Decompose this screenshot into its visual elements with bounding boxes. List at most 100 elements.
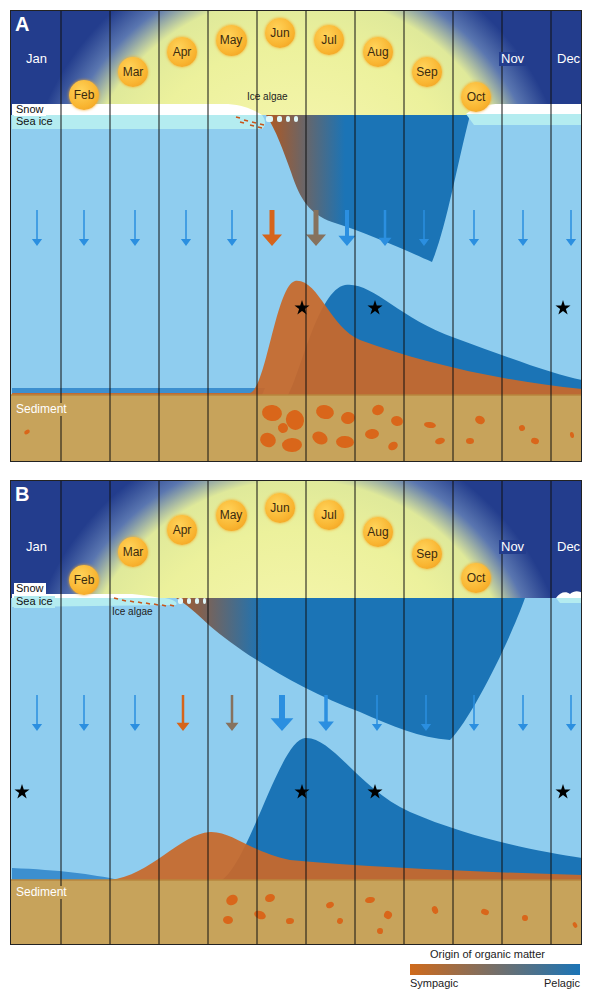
legend-bar	[410, 964, 580, 975]
sediment-aggregate	[23, 429, 30, 435]
sediment-aggregate	[340, 411, 356, 425]
flux-arrow	[338, 210, 355, 246]
label: Nov	[499, 540, 526, 554]
month-divider	[502, 10, 503, 462]
month-label: Apr	[173, 45, 192, 59]
sea-ice	[556, 598, 582, 603]
month-sun: Feb	[69, 80, 99, 110]
month-label: Feb	[74, 573, 95, 587]
month-sun: May	[216, 500, 247, 531]
flux-arrow	[79, 695, 89, 731]
pelagic-bloom	[176, 598, 525, 740]
flux-arrow	[181, 210, 191, 246]
sediment-aggregate	[522, 915, 529, 922]
month-label: Jul	[321, 33, 336, 47]
label: Sediment	[14, 403, 69, 416]
flux-arrow	[130, 695, 140, 731]
label: Ice algae	[247, 92, 288, 103]
ice-algae	[130, 601, 134, 602]
sediment-aggregate	[383, 910, 394, 921]
label: Dec	[557, 540, 580, 554]
sediment-aggregate	[390, 414, 404, 427]
month-divider	[404, 10, 405, 462]
sediment-aggregate	[336, 917, 343, 924]
sediment-aggregate	[466, 438, 474, 444]
flux-arrow	[32, 210, 42, 246]
sediment	[10, 880, 582, 945]
sampling-star	[294, 784, 309, 798]
flux-arrow	[262, 210, 282, 246]
sediment-aggregate	[434, 437, 445, 445]
month-label: Oct	[467, 571, 486, 585]
sediment-aggregate	[261, 404, 283, 422]
sediment-aggregate	[570, 432, 575, 439]
sediment-aggregate	[530, 437, 539, 445]
month-label: Jun	[270, 26, 289, 40]
sediment-aggregate	[276, 421, 289, 434]
month-label: Oct	[467, 90, 486, 104]
month-sun: Oct	[461, 82, 491, 112]
month-sun: Mar	[118, 57, 148, 87]
flux-arrow	[318, 695, 334, 731]
sympagic-deposit	[110, 832, 582, 880]
sediment-aggregate	[424, 421, 437, 429]
flux-arrow	[32, 695, 42, 731]
month-label: Sep	[416, 547, 437, 561]
water	[10, 598, 582, 880]
sea-ice	[12, 115, 265, 129]
month-divider	[551, 480, 552, 945]
sediment-aggregate	[572, 921, 578, 928]
month-label: Feb	[74, 88, 95, 102]
panel: AFebMarAprMayJunJulAugSepOct	[10, 10, 582, 462]
month-divider	[159, 10, 160, 462]
ice-fragment	[286, 116, 290, 122]
sediment-aggregate	[371, 403, 386, 417]
month-sun: Jun	[265, 18, 295, 48]
flux-arrow	[271, 695, 294, 731]
panel-letter: B	[15, 483, 29, 506]
ice-algae	[260, 124, 264, 125]
sediment-aggregate	[258, 431, 278, 450]
sediment-aggregate	[325, 901, 335, 910]
ice-algae	[162, 605, 166, 606]
ice-fragment	[187, 598, 191, 604]
month-divider	[110, 10, 111, 462]
month-divider	[453, 10, 454, 462]
sediment-surface	[10, 879, 582, 881]
month-sun: Mar	[118, 537, 148, 567]
month-label: Mar	[123, 545, 144, 559]
panel: BFebMarAprMayJunJulAugSepOct	[10, 480, 582, 945]
ice-algae	[154, 604, 158, 605]
month-divider	[404, 480, 405, 945]
month-label: Jun	[270, 501, 289, 515]
sampling-star	[14, 784, 29, 798]
month-sun: Sep	[412, 539, 442, 569]
sediment-aggregate	[315, 403, 336, 420]
panel-art	[10, 10, 582, 462]
ice-algae	[146, 603, 150, 604]
sediment-aggregate	[365, 896, 376, 904]
month-divider	[306, 480, 307, 945]
month-divider	[257, 480, 258, 945]
month-sun: Feb	[69, 565, 99, 595]
sediment-aggregate	[474, 414, 486, 425]
sampling-star	[367, 300, 382, 314]
flux-arrow	[566, 695, 576, 731]
label: Sediment	[14, 886, 69, 899]
sediment	[10, 395, 582, 462]
month-divider	[306, 10, 307, 462]
month-label: Jul	[321, 508, 336, 522]
month-sun: Jul	[314, 25, 344, 55]
sediment-aggregate	[286, 918, 294, 924]
month-sun: May	[216, 25, 247, 56]
month-sun: Oct	[461, 563, 491, 593]
label: Jan	[26, 540, 47, 554]
month-divider	[208, 10, 209, 462]
month-divider	[61, 10, 62, 462]
panel-frame	[11, 481, 582, 945]
month-sun: Sep	[412, 57, 442, 87]
label: Dec	[557, 52, 580, 66]
month-label: Apr	[173, 523, 192, 537]
label: Nov	[499, 52, 526, 66]
